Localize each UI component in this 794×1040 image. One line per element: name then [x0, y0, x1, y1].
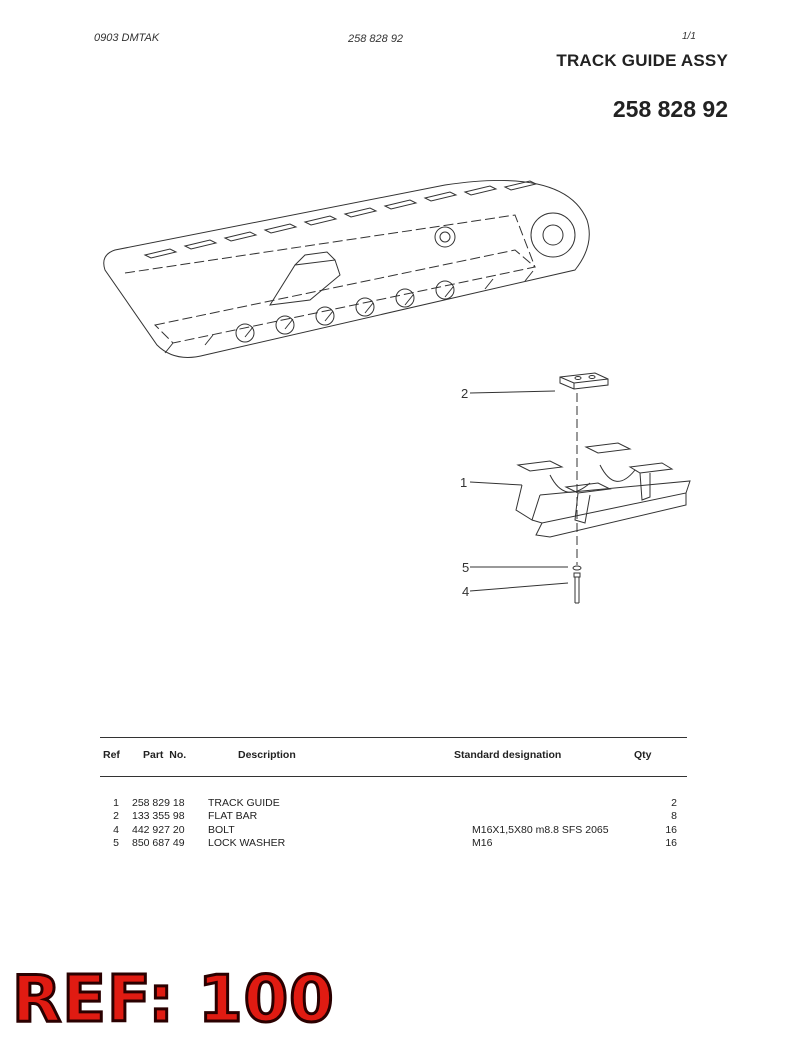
callout-1: 1	[460, 475, 468, 490]
page-title: TRACK GUIDE ASSY	[556, 51, 728, 70]
table-row: 2 133 355 98 FLAT BAR 8	[113, 810, 677, 823]
parts-table: Ref Part No. Description Standard design…	[100, 737, 687, 850]
assembly-part-number: 258 828 92	[612, 96, 728, 122]
callout-5: 5	[462, 560, 470, 575]
col-description: Description	[238, 749, 296, 761]
document-code: 0903 DMTAK	[94, 32, 160, 44]
table-row: 4 442 927 20 BOLT M16X1,5X80 m8.8 SFS 20…	[113, 823, 677, 836]
col-standard-designation: Standard designation	[454, 749, 562, 761]
ref-stamp: REF: 100	[11, 963, 336, 1037]
header-part-number: 258 828 92	[348, 33, 404, 45]
table-row: 5 850 687 49 LOCK WASHER M16 16	[113, 836, 677, 849]
table-row: 1 258 829 18 TRACK GUIDE 2	[113, 797, 677, 809]
col-part-no: Part No.	[143, 749, 187, 761]
page-indicator: 1/1	[682, 31, 696, 42]
col-ref: Ref	[103, 749, 120, 761]
track-guide-parts-drawing	[469, 372, 691, 604]
table-header: Ref Part No. Description Standard design…	[100, 738, 687, 776]
table-top-rule	[100, 737, 687, 738]
table-header-rule	[100, 776, 687, 777]
track-assembly-drawing	[103, 179, 590, 358]
col-qty: Qty	[634, 749, 652, 761]
callout-4: 4	[462, 584, 470, 599]
callout-2: 2	[461, 386, 469, 401]
